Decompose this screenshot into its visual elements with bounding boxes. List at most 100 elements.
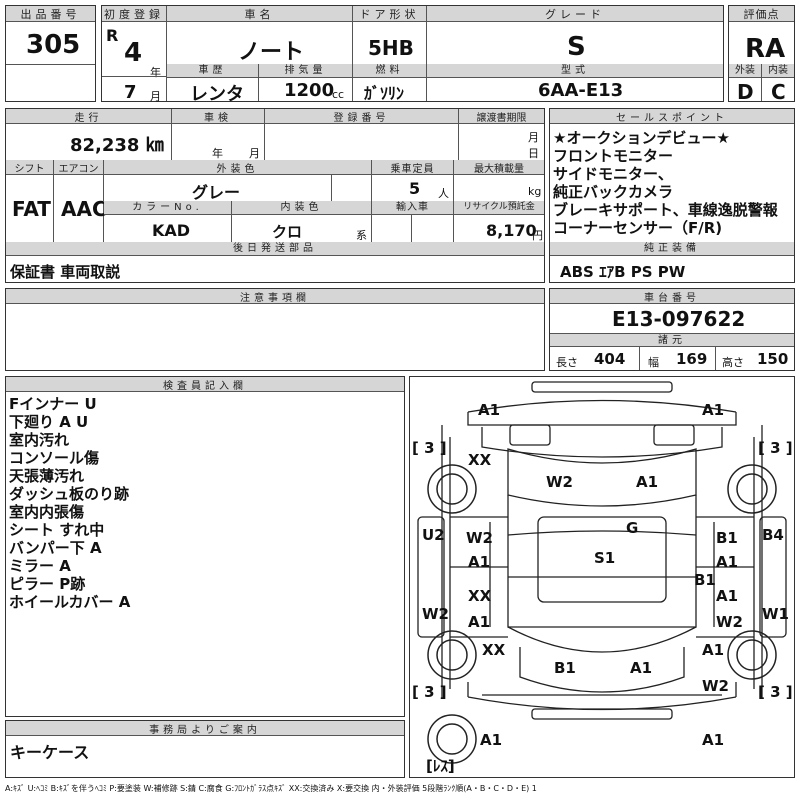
color-value: グレー (192, 183, 241, 202)
era-letter: R (106, 26, 119, 45)
damage-mark: A1 (716, 553, 738, 571)
door-type: 5HB (368, 36, 414, 60)
interior-grade: C (771, 80, 786, 104)
damage-mark: A1 (480, 731, 502, 749)
first-reg-label: 初度登録 (102, 6, 166, 22)
capacity-unit: 人 (438, 187, 449, 200)
inspection-year-unit: 年 (212, 147, 223, 160)
length-value: 404 (594, 350, 626, 368)
car-name: ノート (238, 40, 305, 65)
shift-label: シフト (6, 160, 53, 175)
color-label: 外装色 (103, 160, 371, 175)
height-value: 150 (757, 350, 789, 368)
damage-marks: A1 A1 XX W2 A1 G S1 W2 A1 B1 A1 B1 XX A1… (412, 401, 793, 775)
inspection-month-unit: 月 (249, 147, 260, 160)
inspection-label: 車検 (171, 109, 264, 124)
damage-mark: A1 (702, 401, 724, 419)
tire-tread-mark: [ 3 ] (758, 439, 793, 457)
legend: A:ｷｽﾞ U:ﾍｺﾐ B:ｷｽﾞを伴うﾍｺﾐ P:要塗装 W:補修跡 S:錆 … (5, 784, 537, 793)
year-unit: 年 (150, 66, 161, 79)
inspector-note: ホイールカバー A (9, 593, 131, 611)
width-label: 幅 (648, 356, 659, 369)
recycle-value: 8,170 (486, 221, 537, 240)
inspector-note: ピラー P跡 (9, 575, 86, 593)
inspector-label: 検査員記入欄 (6, 377, 404, 392)
damage-mark: W1 (762, 605, 789, 623)
score-value: RA (745, 34, 786, 64)
damage-mark: W2 (716, 613, 743, 631)
damage-mark: S1 (594, 549, 615, 567)
capacity-value: 5 (409, 179, 421, 198)
colorno-value: KAD (152, 221, 191, 240)
damage-mark: U2 (422, 526, 445, 544)
maxload-label: 最大積載量 (453, 160, 544, 175)
car-name-label: 車名 (166, 6, 352, 22)
colorno-label: カラーNo. (104, 201, 231, 215)
capacity-label: 乗車定員 (371, 160, 453, 175)
regno-label: 登録番号 (264, 109, 458, 124)
sales-point-item: ブレーキサポート、車線逸脱警報 (553, 201, 778, 219)
height-label: 高さ (722, 356, 744, 369)
chassis-box: 車台番号 E13-097622 諸元 長さ 404 幅 169 高さ 150 (549, 288, 795, 371)
reg-year: 4 (124, 38, 143, 68)
damage-diagram: A1 A1 XX W2 A1 G S1 W2 A1 B1 A1 B1 XX A1… (409, 376, 795, 778)
fuel-value: ｶﾞｿﾘﾝ (364, 84, 405, 103)
notes-box: 注意事項欄 (5, 288, 545, 371)
score-box: 評価点 RA 外装 内装 D C (728, 5, 795, 104)
inspector-note: シート すれ中 (9, 521, 105, 539)
grade-value: S (567, 32, 586, 62)
length-label: 長さ (556, 356, 578, 369)
damage-mark: B4 (762, 526, 784, 544)
chassis-label: 車台番号 (550, 289, 794, 304)
sales-points-box: セールスポイント ★オークションデビュー★ フロントモニター サイドモニター、 … (549, 108, 795, 283)
damage-mark: A1 (468, 553, 490, 571)
damage-mark: A1 (468, 613, 490, 631)
score-label: 評価点 (729, 6, 794, 22)
import-label: 輸入車 (371, 201, 453, 215)
damage-mark: G (626, 519, 638, 537)
displacement-label: 排気量 (258, 64, 352, 78)
recycle-unit: 円 (532, 229, 543, 242)
damage-mark: A1 (630, 659, 652, 677)
lot-label: 出品番号 (6, 6, 95, 22)
damage-mark: B1 (716, 529, 738, 547)
fuel-label: 燃料 (353, 64, 426, 78)
damage-mark: A1 (702, 641, 724, 659)
damage-mark: W2 (466, 529, 493, 547)
notes-label: 注意事項欄 (6, 289, 544, 304)
car-outline: A1 A1 XX W2 A1 G S1 W2 A1 B1 A1 B1 XX A1… (412, 381, 793, 775)
damage-mark: W2 (702, 677, 729, 695)
sales-points-label: セールスポイント (550, 109, 794, 124)
damage-mark: W2 (422, 605, 449, 623)
grade-label: グレード (426, 6, 723, 22)
details-box: 走行 車検 登録番号 譲渡書期限 82,238 ㎞ 年 月 月 日 シフト エア… (5, 108, 545, 283)
inspector-note: ダッシュ板のり跡 (9, 485, 130, 503)
damage-mark: A1 (478, 401, 500, 419)
displacement-unit: cc (332, 88, 345, 101)
history-label: 車歴 (167, 64, 258, 78)
inspector-note: 室内汚れ (9, 431, 70, 449)
tire-tread-mark: [ 3 ] (412, 683, 447, 701)
equipment-label: 純正装備 (550, 242, 794, 256)
transfer-month-unit: 月 (528, 131, 539, 144)
exterior-grade: D (737, 80, 754, 104)
interior-label: 内装 (761, 64, 794, 78)
office-box: 事務局よりご案内 キーケース (5, 720, 405, 778)
exterior-label: 外装 (729, 64, 761, 78)
equipment-value: ABS ｴｱB PS PW (560, 263, 686, 281)
inspector-note: 室内内張傷 (9, 503, 85, 521)
chassis-number: E13-097622 (612, 307, 746, 331)
later-parts-value: 保証書 車両取説 (10, 263, 121, 281)
transfer-label: 譲渡書期限 (458, 109, 544, 124)
inspector-note: 天張薄汚れ (9, 467, 85, 485)
inspector-note: 下廻り A U (9, 413, 89, 431)
sales-point-item: サイドモニター、 (553, 165, 673, 183)
inspector-note: コンソール傷 (9, 449, 100, 467)
history-value: レンタ (190, 84, 244, 105)
lot-number: 305 (26, 30, 81, 60)
vehicle-info-box: 初度登録 車名 ドア形状 グレード R 4 年 ノート 5HB S 車歴 排気量… (101, 5, 724, 105)
ac-value: AAC (61, 197, 107, 221)
mileage-value: 82,238 ㎞ (70, 135, 164, 156)
damage-mark: B1 (694, 571, 716, 589)
reg-month: 7 (124, 82, 137, 103)
